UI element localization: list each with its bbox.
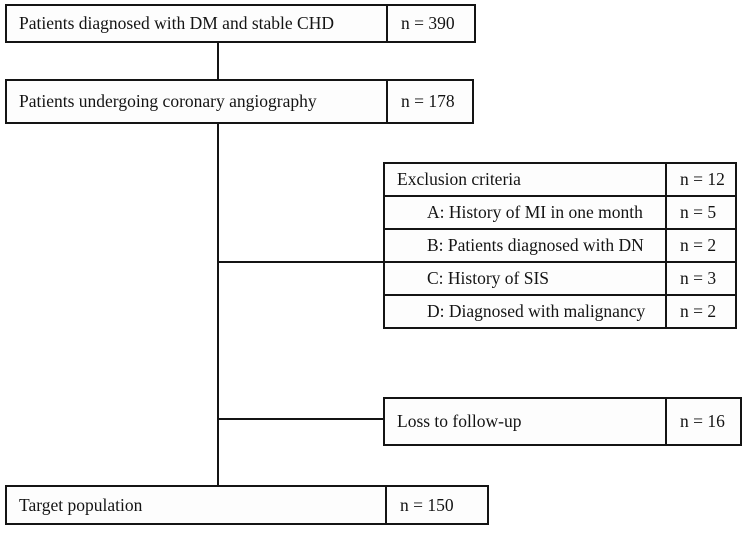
- exclusion-criteria-table: Exclusion criteria n = 12 A: History of …: [383, 162, 737, 329]
- exclusion-row-d-label: D: Diagnosed with malignancy: [385, 296, 667, 327]
- box-target-population-label: Target population: [7, 487, 387, 523]
- connector-box1-box2: [217, 43, 219, 79]
- box-patients-dm-chd-count: n = 390: [401, 13, 455, 33]
- exclusion-row-a-count: n = 5: [680, 202, 717, 222]
- exclusion-row-a-label: A: History of MI in one month: [385, 197, 667, 228]
- exclusion-row-a: A: History of MI in one month n = 5: [385, 197, 735, 230]
- exclusion-row-c: C: History of SIS n = 3: [385, 263, 735, 296]
- exclusion-row-b-count: n = 2: [680, 235, 717, 255]
- box-loss-to-followup-label: Loss to follow-up: [385, 399, 667, 444]
- box-patients-dm-chd: Patients diagnosed with DM and stable CH…: [5, 4, 476, 43]
- box-coronary-angiography: Patients undergoing coronary angiography…: [5, 79, 474, 124]
- connector-branch-loss: [218, 418, 383, 420]
- box-patients-dm-chd-label: Patients diagnosed with DM and stable CH…: [7, 6, 388, 41]
- exclusion-row-d: D: Diagnosed with malignancy n = 2: [385, 296, 735, 327]
- box-loss-to-followup-count: n = 16: [680, 411, 725, 431]
- exclusion-row-b: B: Patients diagnosed with DN n = 2: [385, 230, 735, 263]
- connector-branch-exclusion: [218, 261, 383, 263]
- box-target-population: Target population n = 150: [5, 485, 489, 525]
- box-target-population-count: n = 150: [400, 494, 454, 515]
- exclusion-row-header: Exclusion criteria n = 12: [385, 164, 735, 197]
- exclusion-row-header-label: Exclusion criteria: [385, 164, 667, 195]
- exclusion-row-b-label: B: Patients diagnosed with DN: [385, 230, 667, 261]
- connector-main-trunk: [217, 124, 219, 485]
- box-coronary-angiography-count: n = 178: [401, 91, 455, 111]
- exclusion-row-header-count: n = 12: [680, 169, 725, 189]
- exclusion-row-d-count: n = 2: [680, 301, 717, 321]
- box-loss-to-followup: Loss to follow-up n = 16: [383, 397, 742, 446]
- exclusion-row-c-label: C: History of SIS: [385, 263, 667, 294]
- exclusion-row-c-count: n = 3: [680, 268, 717, 288]
- box-coronary-angiography-label: Patients undergoing coronary angiography: [7, 81, 388, 122]
